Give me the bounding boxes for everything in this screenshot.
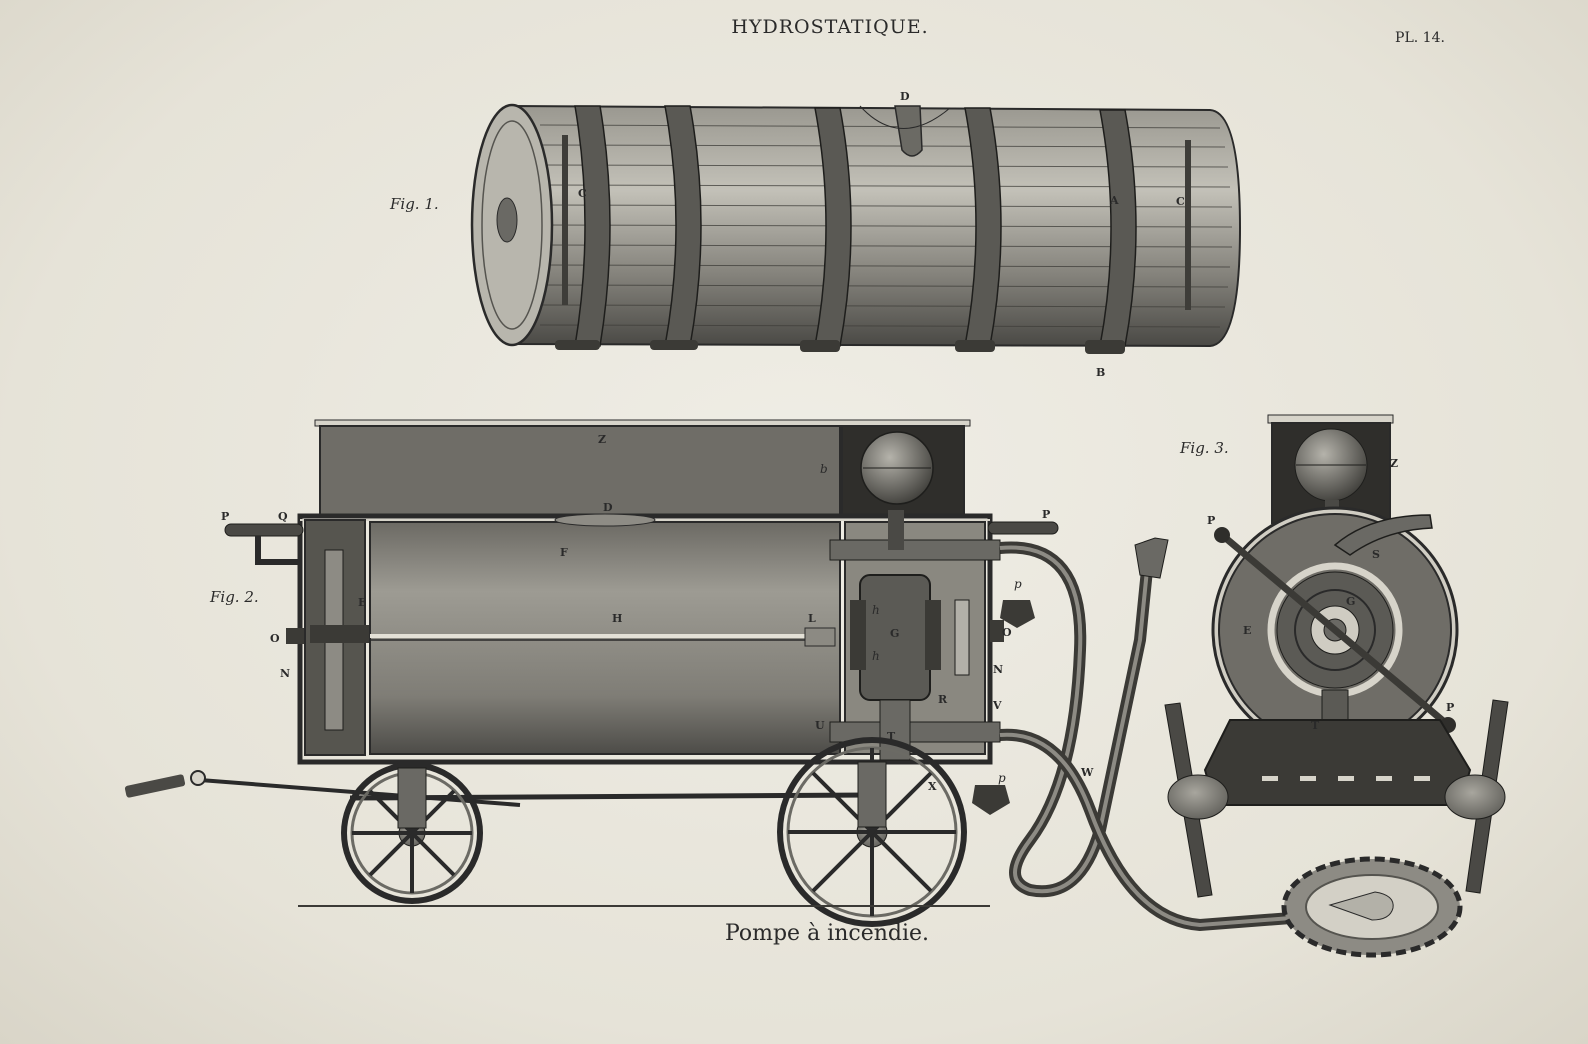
fig1-label-C-left: C <box>578 187 587 200</box>
fig2-label-Z: Z <box>598 433 606 446</box>
fig2-label-O-right: O <box>1002 626 1012 639</box>
fig2-label-U: U <box>815 719 825 732</box>
fig2-label-F: F <box>560 546 568 559</box>
plate-caption: Pompe à incendie. <box>725 921 929 946</box>
fig2-label-p-top: p <box>1014 577 1022 591</box>
fig2-fire-engine: Fig. 2. <box>124 419 1463 958</box>
fig2-label-D: D <box>603 501 613 514</box>
fig3-label-T: T <box>1311 719 1320 732</box>
fig2-label-P-left: P <box>221 510 229 523</box>
fig2-label-H: H <box>612 612 622 625</box>
fig3-label: Fig. 3. <box>1179 439 1229 457</box>
fig2-label-O-left: O <box>270 632 280 645</box>
fig2-label-N-right: N <box>993 663 1003 676</box>
fig1-label-B: B <box>1096 366 1105 379</box>
fig2-label-V: V <box>992 699 1002 712</box>
plate-number: PL. 14. <box>1395 30 1445 46</box>
fig2-label-N-left: N <box>280 667 290 680</box>
fig2-label-p-bottom: p <box>998 771 1006 785</box>
fig3-label-P-left: P <box>1207 514 1215 527</box>
fig2-label-R: R <box>938 693 948 706</box>
fig2-label-h-bottom: h <box>872 649 880 663</box>
fig3-label-P-right: P <box>1446 701 1454 714</box>
fig2-label-G: G <box>890 627 899 640</box>
fig2-label-L: L <box>808 612 816 625</box>
fig3-label-S: S <box>1372 548 1380 561</box>
fig2-label-X: X <box>928 780 937 793</box>
fig3-label-G: G <box>1346 595 1355 608</box>
fig2-label-Q: Q <box>278 510 288 523</box>
fig1-label-A: A <box>1109 194 1119 207</box>
fig3-end-view: Fig. 3. <box>1164 414 1509 898</box>
fig2-label-P-right: P <box>1042 508 1050 521</box>
fig2-label-W: W <box>1080 766 1094 779</box>
fig2-label: Fig. 2. <box>209 588 259 606</box>
fig2-label-b: b <box>820 462 828 476</box>
fig1-label-C-right: C <box>1176 195 1185 208</box>
fig1-label: Fig. 1. <box>389 195 439 213</box>
fig3-label-E: E <box>1243 624 1251 637</box>
fig2-label-h-top: h <box>872 603 880 617</box>
plate-title: HYDROSTATIQUE. <box>731 16 928 38</box>
fig2-label-T: T <box>887 730 896 743</box>
fig1-barrel: Fig. 1. <box>389 90 1242 379</box>
fig2-label-E: E <box>358 596 366 609</box>
fig1-label-D: D <box>900 90 910 103</box>
fig3-label-Z: Z <box>1390 457 1398 470</box>
